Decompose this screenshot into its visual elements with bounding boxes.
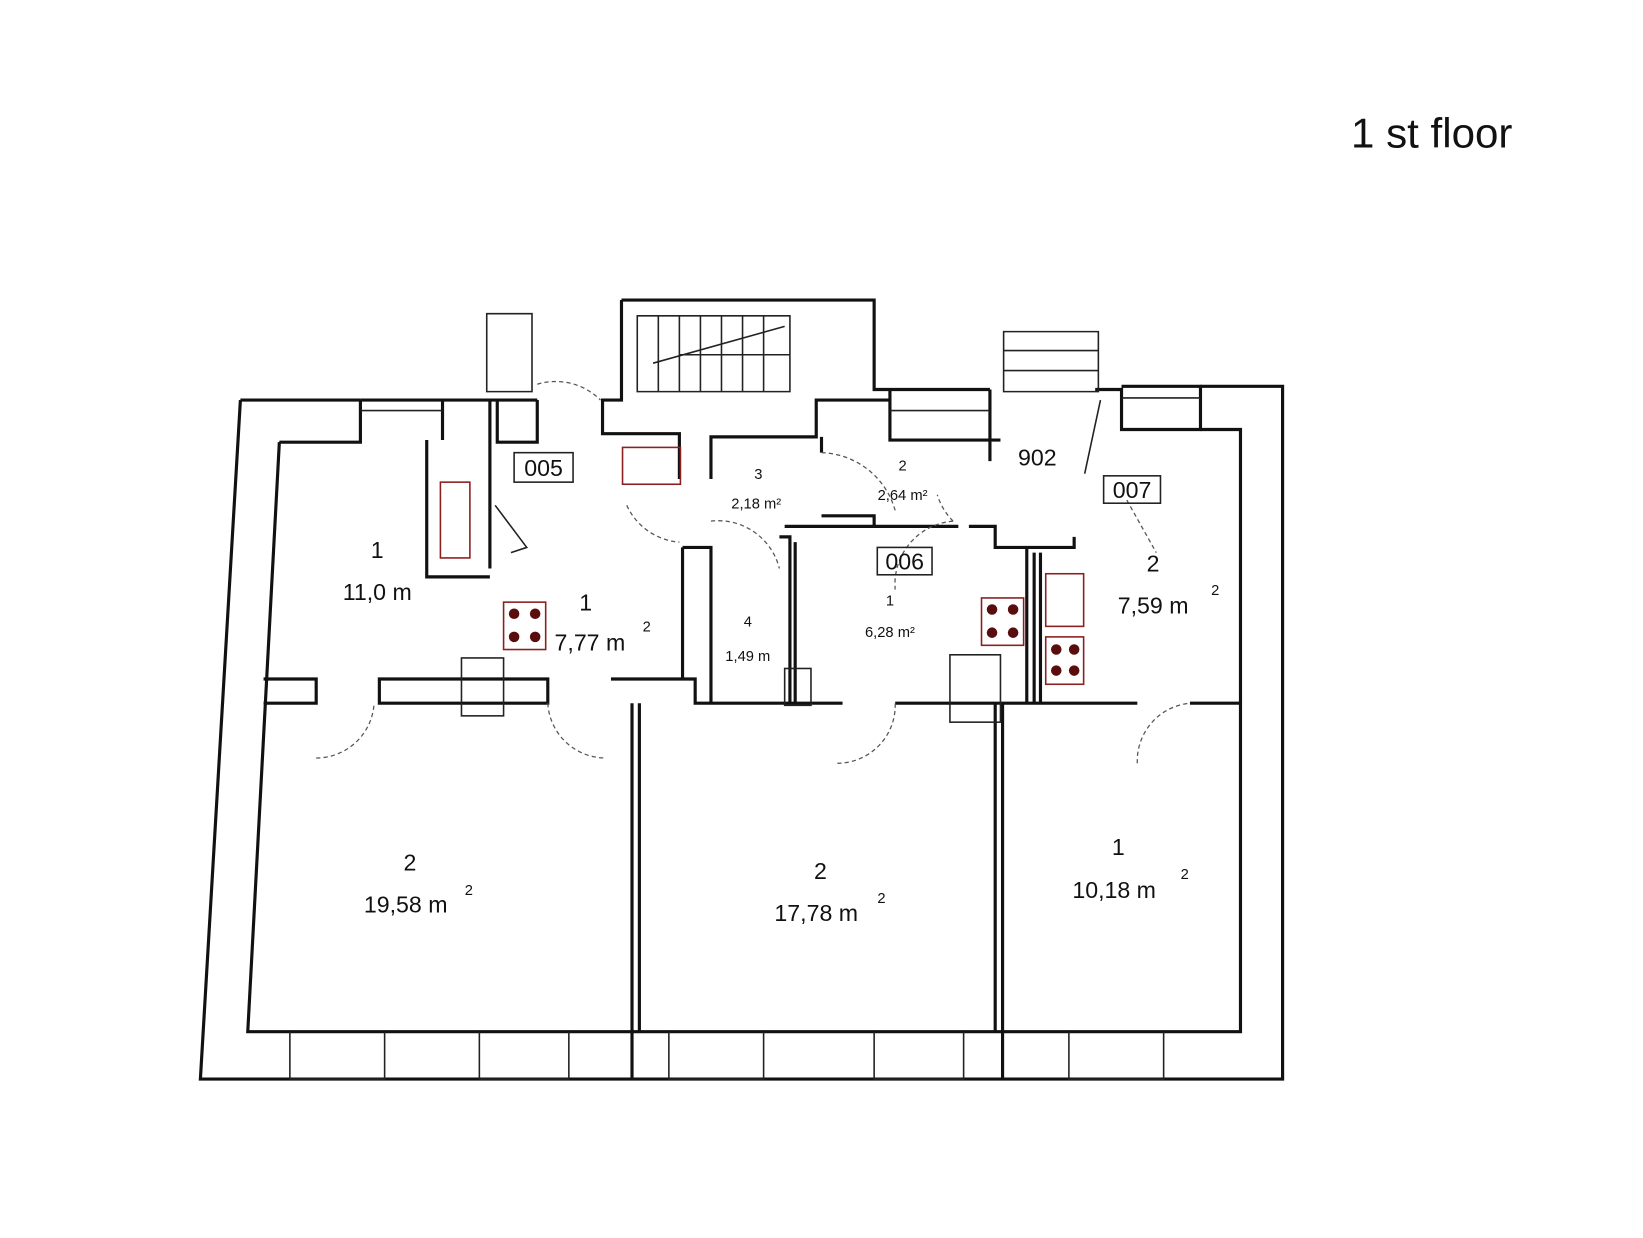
sink-icon <box>1044 572 1085 628</box>
stove-icon <box>502 601 547 651</box>
stove-icon <box>1044 636 1085 686</box>
walls <box>198 298 1285 1081</box>
room-area: 7,77 m <box>555 630 626 656</box>
room-labels: 1 11,0 m 1 7,77 m 2 3 2,18 m² 2 2,64 m² … <box>343 459 1220 927</box>
room-number: 2 <box>1147 551 1160 577</box>
room-area: 2,18 m² <box>731 496 781 512</box>
unit-tag: 005 <box>524 455 563 481</box>
area-superscript: 2 <box>465 883 473 899</box>
room-number: 2 <box>898 459 906 475</box>
room-area: 10,18 m <box>1072 877 1156 903</box>
room-number: 1 <box>579 590 592 616</box>
area-superscript: 2 <box>1211 583 1219 599</box>
room-area: 2,64 m² <box>878 488 928 504</box>
room-area: 17,78 m <box>774 900 858 926</box>
room-number: 1 <box>1112 834 1125 860</box>
door-swings <box>316 380 1191 764</box>
room-area: 19,58 m <box>364 892 448 918</box>
area-superscript: 2 <box>1181 867 1189 883</box>
room-number: 2 <box>403 850 416 876</box>
stairs <box>485 312 1100 393</box>
unit-tags: 005 006 007 902 <box>513 444 1162 576</box>
room-number: 1 <box>886 593 894 609</box>
unit-tag: 902 <box>1018 444 1057 470</box>
room-number: 3 <box>754 467 762 483</box>
sink-icon <box>621 446 682 486</box>
room-area: 11,0 m <box>343 579 412 605</box>
unit-tag: 006 <box>885 549 924 575</box>
stove-icon <box>980 597 1025 647</box>
room-area: 7,59 m <box>1118 593 1189 619</box>
bathtub-icon <box>439 481 471 559</box>
area-superscript: 2 <box>643 620 651 636</box>
area-superscript: 2 <box>877 891 885 907</box>
room-area: 1,49 m <box>725 649 770 665</box>
room-number: 2 <box>814 858 827 884</box>
fixtures <box>439 446 1085 723</box>
room-area: 6,28 m² <box>865 625 915 641</box>
room-number: 4 <box>744 614 752 630</box>
floor-title: 1 st floor <box>1351 109 1512 156</box>
room-number: 1 <box>371 537 384 563</box>
unit-tag: 007 <box>1113 477 1152 503</box>
